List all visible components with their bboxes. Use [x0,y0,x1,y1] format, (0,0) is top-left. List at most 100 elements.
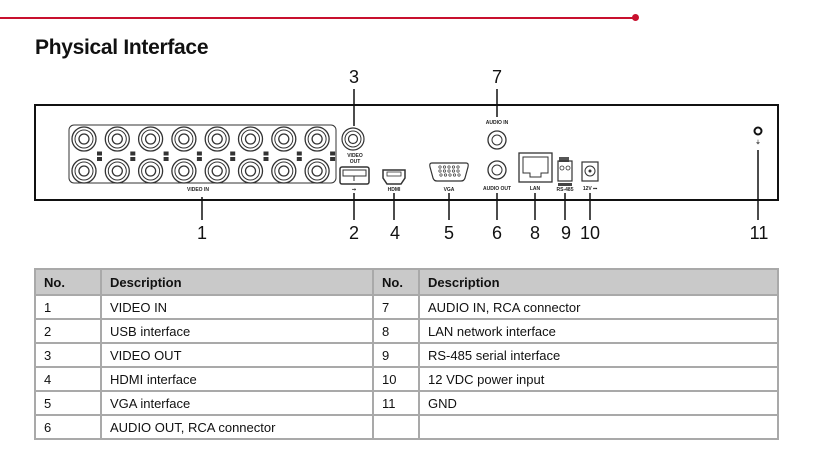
header-no-2: No. [372,268,420,296]
cell-desc1: VIDEO OUT [100,342,374,368]
audio-out-label: AUDIO OUT [483,186,511,192]
channel-number-mark [163,157,169,161]
gnd-symbol-icon: ⏚ [755,139,760,146]
cell-no2: 10 [372,366,420,392]
bnc-connector-icon [137,158,164,184]
usb-port-icon [339,166,370,185]
cell-desc2: 12 VDC power input [418,366,779,392]
cell-no1: 1 [34,294,102,320]
usb-symbol-icon: ⇝ [352,187,357,193]
bnc-connector-icon [71,126,97,152]
callout-lines [201,89,759,220]
video-out-label-2: OUT [350,159,361,165]
cell-no2: 7 [372,294,420,320]
audio-in-rca-icon [487,130,507,150]
cell-no1: 4 [34,366,102,392]
channel-number-mark [97,151,102,156]
callout-4: 4 [390,223,400,243]
channel-number-mark [97,157,102,161]
cell-desc1: VGA interface [100,390,374,416]
callout-2: 2 [349,223,359,243]
cell-desc1: HDMI interface [100,366,374,392]
cell-desc2: GND [418,390,779,416]
callout-8: 8 [530,223,540,243]
bnc-connector-icon [171,126,197,152]
channel-number-mark [130,157,136,161]
bnc-connector-icon [104,158,130,184]
cell-desc2: AUDIO IN, RCA connector [418,294,779,320]
channel-number-mark [296,157,302,161]
vga-label: VGA [444,187,455,193]
channel-number-mark [296,151,302,156]
bnc-connector-icon [304,158,330,184]
bnc-connector-icon [104,126,130,152]
cell-no2: 9 [372,342,420,368]
vga-port-icon [429,162,469,182]
callout-1: 1 [197,223,207,243]
bnc-connector-icon [271,158,297,184]
cell-desc1: AUDIO OUT, RCA connector [100,414,374,440]
video-out-label-1: VIDEO [347,153,363,159]
channel-number-mark [196,157,202,161]
lan-label: LAN [530,186,541,192]
power-label: 12V ⎓ [583,186,597,192]
cell-no1: 5 [34,390,102,416]
video-in-bnc-connectors [71,126,336,184]
bnc-connector-icon [237,126,264,152]
audio-in-label: AUDIO IN [486,120,509,126]
bnc-connector-icon [137,126,164,152]
bnc-connector-icon [71,158,97,184]
bnc-connector-icon [171,158,197,184]
callout-11: 11 [750,223,769,243]
cell-no2 [372,414,420,440]
video-in-label: VIDEO IN [187,187,209,193]
channel-number-mark [130,151,136,156]
hdmi-port-icon [382,169,406,185]
header-no-1: No. [34,268,102,296]
channel-number-mark [230,157,236,161]
cell-desc1: VIDEO IN [100,294,374,320]
header-description-2: Description [418,268,779,296]
chassis-outline [34,104,779,201]
header-description-1: Description [100,268,374,296]
channel-number-mark [196,151,202,156]
bnc-connector-icon [271,126,297,152]
header-rule [0,17,636,19]
header-rule-dot [632,14,639,21]
bnc-connector-icon [204,126,230,152]
rs485-terminal-icon [557,157,573,186]
channel-number-mark [330,151,336,156]
cell-desc2: RS-485 serial interface [418,342,779,368]
channel-number-mark [330,157,336,161]
cell-no2: 8 [372,318,420,344]
video-out-bnc-icon [341,127,365,151]
channel-number-mark [263,151,269,156]
video-in-block [68,124,337,184]
channel-number-mark [263,157,269,161]
cell-desc2 [418,414,779,440]
callout-7: 7 [492,67,502,87]
gnd-screw-icon [753,126,763,136]
bnc-connector-icon [304,126,330,152]
cell-no1: 2 [34,318,102,344]
cell-no1: 3 [34,342,102,368]
rs485-label: RS-485 [557,187,574,193]
callout-3: 3 [349,67,359,87]
cell-desc1: USB interface [100,318,374,344]
lan-port-icon [518,152,553,183]
hdmi-label: HDMI [388,187,401,193]
page-title: Physical Interface [35,36,209,59]
channel-number-mark [163,151,169,156]
channel-number-mark [230,151,236,156]
audio-out-rca-icon [487,160,507,180]
bnc-connector-icon [204,158,230,184]
rear-panel-diagram: VIDEO IN VIDEO OUT ⇝ HDMI VGA AUDIO IN A… [34,67,779,243]
bnc-connector-icon [237,158,264,184]
